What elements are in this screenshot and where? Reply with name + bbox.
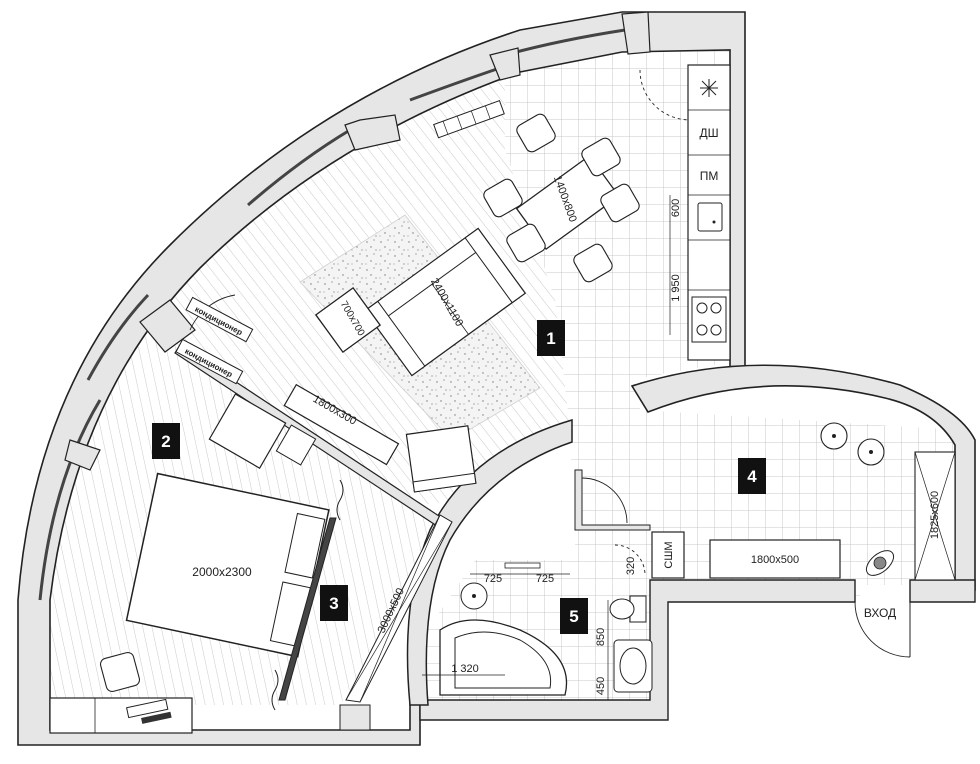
fridge-icon [700,79,718,97]
dim-bath-a: 725 [484,573,502,585]
bedroom-armchair [208,393,287,469]
window-4 [409,66,501,102]
window-1 [38,399,102,601]
hall-cabinet-size: 1800x500 [751,554,799,566]
window-3 [247,128,351,207]
hall-wardrobe [914,451,956,581]
room-tag-5-number: 5 [569,607,578,626]
desk-chair [99,651,141,693]
dim-bath-sink: 450 [595,677,607,695]
entrance-wall [909,579,976,603]
cooktop-icon [691,296,727,343]
wall-pillar-3 [64,439,101,471]
wall-pillar-2 [139,299,196,353]
bathroom-curved-wall [406,418,573,706]
washing-machine [651,531,685,579]
room-tag-3: 3 [320,585,348,621]
room-tag-1: 1 [537,320,565,356]
bath-niche-wall [339,704,371,731]
wall-pillar-5 [621,11,651,55]
corridor-wardrobe [345,514,453,703]
towel-rail [504,562,541,569]
radiator [433,99,505,139]
toilet-icon [609,595,647,623]
curtain [271,479,344,711]
dim-bath-b: 725 [536,573,554,585]
bathtub [439,619,568,696]
washing-machine-label: СШМ [663,541,675,568]
sink-icon [697,202,723,232]
side-table [275,424,317,466]
outer-curved-wall [17,11,746,746]
room-tag-3-number: 3 [329,594,338,613]
dim-kitchen-len: 1 950 [670,274,682,302]
coffee-table [314,286,382,354]
room-tag-1-number: 1 [546,329,555,348]
dim-bathtub: 1 320 [451,663,479,675]
window-2 [86,293,150,381]
armchair [405,425,477,493]
room-tag-2: 2 [152,423,180,459]
microwave-label: ПМ [700,169,719,183]
bed-size: 2000x2300 [192,565,252,579]
dim-kitchen-gap: 600 [670,199,682,217]
bedroom-wardrobe [278,517,337,701]
room-tag-5: 5 [560,598,588,634]
person-icon [865,550,895,576]
room-tag-2-number: 2 [161,432,170,451]
sofa [363,227,527,377]
dishwasher-label: ДШ [699,126,718,140]
keyboard-icon [126,698,172,724]
hall-wardrobe-size: 1825x600 [929,491,941,539]
bath-small-door [614,544,646,576]
bottom-desk [49,697,193,734]
dining-chairs [483,113,640,283]
entrance-label: ВХОД [864,606,896,620]
wall-pillar-4 [489,47,521,81]
hall-cabinet [709,539,841,579]
dim-bath-wm: 320 [625,557,637,575]
door-bathroom [581,477,628,524]
room-tag-4-number: 4 [747,467,757,486]
bath-sink-icon [613,639,653,693]
wash-basin-round [460,582,488,610]
hall-bottom-wall [419,579,856,721]
dim-bath-wc: 850 [595,628,607,646]
wall-pillar-1 [344,114,401,151]
work-desk [283,383,400,466]
door-entrance [854,601,911,658]
room-tag-4: 4 [738,458,766,494]
partition-bath-hall [574,469,651,531]
